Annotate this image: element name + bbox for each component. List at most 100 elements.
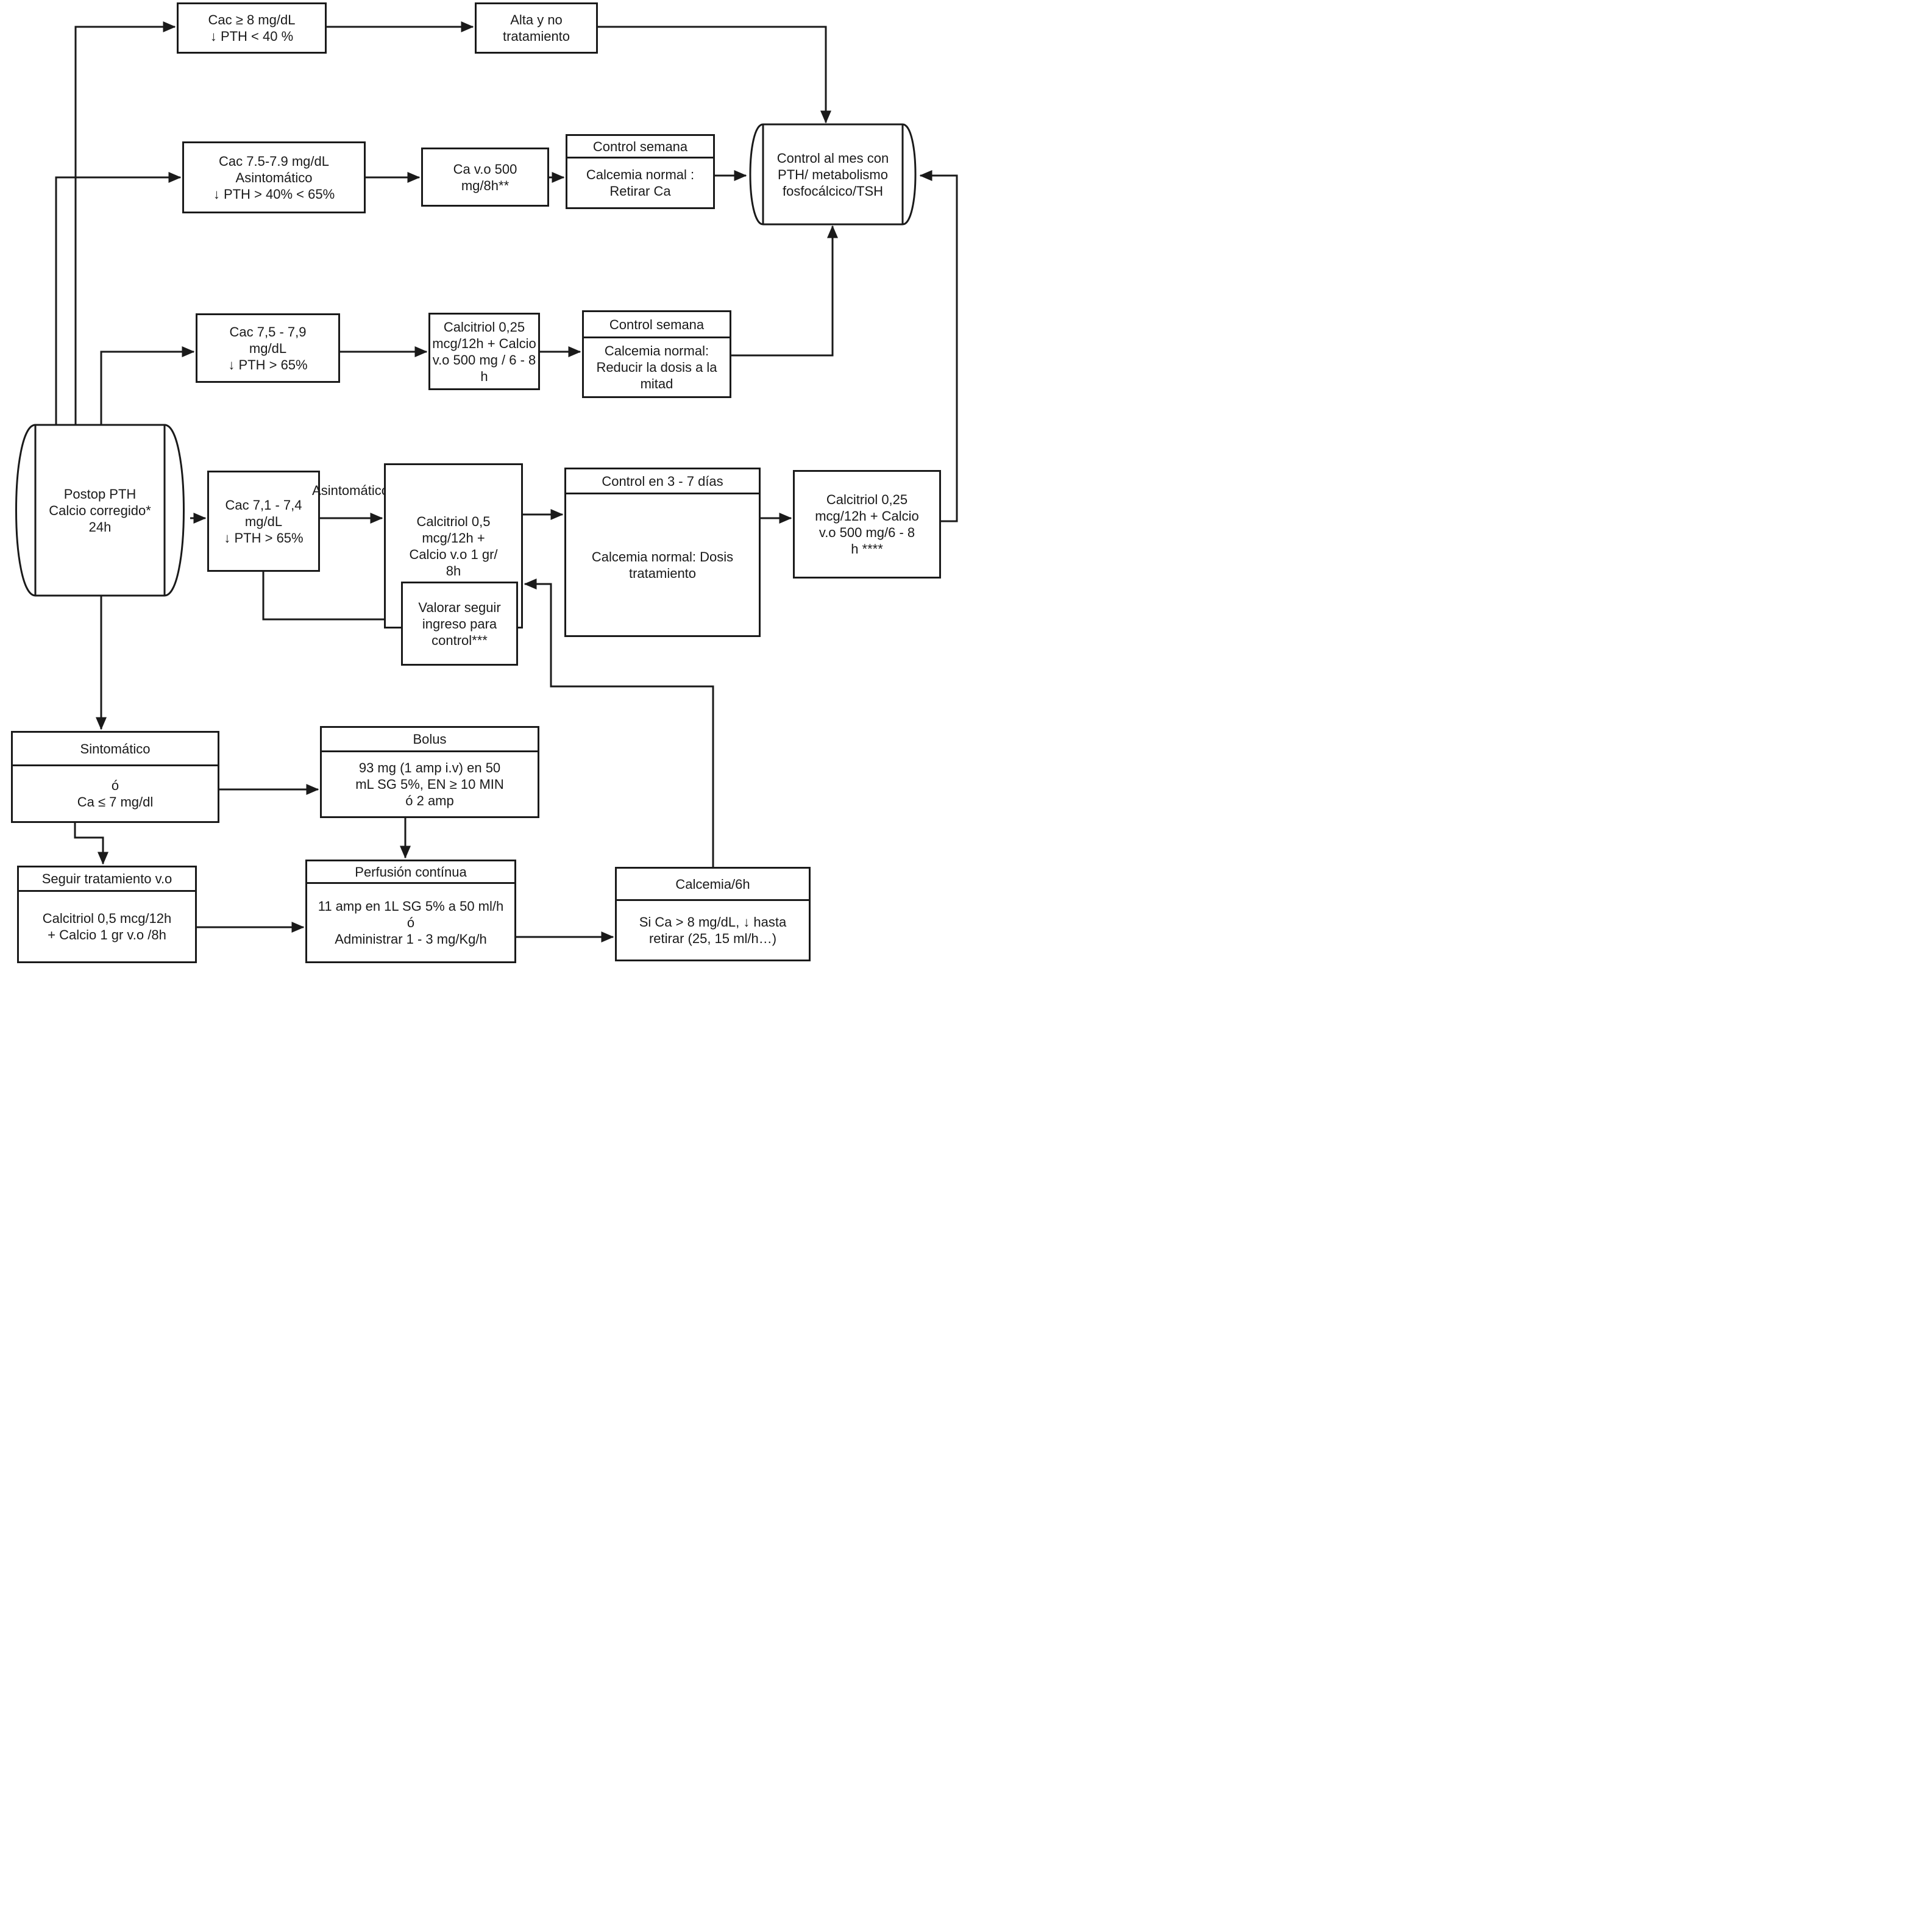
node-text: control***	[432, 632, 488, 648]
node-cac-75-79-pth65: Cac 7,5 - 7,9 mg/dL ↓ PTH > 65%	[196, 313, 340, 383]
node-text: Ca ≤ 7 mg/dl	[77, 794, 154, 810]
node-cac-ge-8: Cac ≥ 8 mg/dL ↓ PTH < 40 %	[177, 2, 327, 54]
node-text: Calcitriol 0,5	[416, 513, 491, 529]
node-calcitriol-025-stars: Calcitriol 0,25 mcg/12h + Calcio v.o 500…	[793, 470, 941, 579]
node-header: Seguir tratamiento v.o	[19, 867, 195, 892]
node-text: Calcemia normal:	[604, 343, 709, 358]
node-text: Control en 3 - 7 días	[602, 473, 723, 489]
node-bolus: Bolus 93 mg (1 amp i.v) en 50 mL SG 5%, …	[320, 726, 539, 818]
node-text: Cac ≥ 8 mg/dL	[208, 12, 296, 27]
flowchart-postop-pth: Cac ≥ 8 mg/dL ↓ PTH < 40 % Alta y no tra…	[0, 0, 966, 965]
node-valorar-ingreso: Valorar seguir ingreso para control***	[401, 582, 518, 666]
edge-alta-to-control-mes	[598, 26, 831, 124]
node-text: Calcitriol 0,25	[443, 319, 525, 335]
node-text: Valorar seguir	[418, 599, 501, 615]
node-text: ó	[111, 778, 119, 793]
node-text: mL SG 5%, EN ≥ 10 MIN	[355, 777, 504, 792]
node-control-al-mes: Control al mes con PTH/ metabolismo fosf…	[763, 124, 903, 224]
node-alta-no-tratamiento: Alta y no tratamiento	[475, 2, 598, 54]
node-text: Postop PTH	[63, 486, 137, 502]
node-ca-vo-500: Ca v.o 500 mg/8h**	[421, 148, 549, 207]
node-header: Bolus	[322, 728, 538, 752]
node-postop-pth: Postop PTH Calcio corregido* 24h	[35, 425, 165, 596]
node-perfusion-continua: Perfusión contínua 11 amp en 1L SG 5% a …	[305, 860, 516, 963]
node-text: tratamiento	[628, 565, 697, 581]
node-text: mcg/12h + Calcio	[815, 508, 919, 524]
node-text: h ****	[851, 541, 883, 557]
edge-cac7174-to-valorar	[262, 572, 400, 625]
node-sintomatico: Sintomático ó Ca ≤ 7 mg/dl	[11, 731, 219, 823]
node-text: Calcio corregido*	[49, 502, 151, 518]
node-text: Administrar 1 - 3 mg/Kg/h	[335, 931, 487, 947]
node-text: Sintomático	[80, 741, 151, 757]
node-text: ingreso para	[422, 616, 497, 632]
node-text: Calcitriol 0,5 mcg/12h	[42, 911, 172, 926]
node-text: Calcio v.o 1 gr/	[409, 546, 498, 562]
node-text: mcg/12h + Calcio	[432, 335, 536, 351]
node-text: Cac 7,5 - 7,9	[229, 324, 307, 340]
node-text: retirar (25, 15 ml/h…)	[648, 931, 777, 946]
node-text: PTH/ metabolismo	[778, 166, 888, 182]
edge-postop-to-cac-ge-8	[74, 21, 176, 425]
edge-reducir-to-control-mes	[731, 225, 838, 357]
node-text: 93 mg (1 amp i.v) en 50	[358, 760, 501, 775]
node-text: + Calcio 1 gr v.o /8h	[48, 927, 166, 942]
node-header: Control en 3 - 7 días	[566, 469, 759, 494]
node-text: 8h	[446, 563, 461, 579]
connector-layer	[15, 21, 958, 942]
node-body: Calcemia normal : Retirar Ca	[567, 158, 713, 207]
node-seguir-tratamiento: Seguir tratamiento v.o Calcitriol 0,5 mc…	[17, 866, 197, 963]
edge-label-asintomatico: Asintomático	[312, 483, 389, 498]
node-text: mg/8h**	[461, 177, 510, 193]
node-cac-71-74: Cac 7,1 - 7,4 mg/dL ↓ PTH > 65%	[207, 471, 320, 572]
control-al-mes-shape	[749, 123, 917, 226]
node-text: mcg/12h +	[422, 530, 485, 546]
node-text: Calcemia/6h	[675, 876, 750, 892]
node-body: Calcitriol 0,5 mcg/12h + Calcio 1 gr v.o…	[19, 892, 195, 961]
node-text: ↓ PTH > 40% < 65%	[213, 186, 335, 202]
node-text: 11 amp en 1L SG 5% a 50 ml/h	[318, 899, 504, 914]
node-text: ↓ PTH < 40 %	[210, 29, 294, 44]
node-header: Calcemia/6h	[617, 869, 809, 901]
node-text: ó 2 amp	[405, 793, 454, 808]
node-control-semana-reducir: Control semana Calcemia normal: Reducir …	[582, 310, 731, 398]
node-text: Si Ca > 8 mg/dL, ↓ hasta	[639, 914, 787, 930]
node-text: Cac 7,1 - 7,4	[225, 497, 302, 513]
node-control-semana-retirar: Control semana Calcemia normal : Retirar…	[566, 134, 715, 209]
node-text: mg/dL	[249, 340, 287, 356]
node-text: Calcitriol 0,25	[826, 492, 908, 507]
node-text: ↓ PTH > 65%	[228, 357, 308, 372]
node-text: tratamiento	[502, 29, 570, 44]
node-text: v.o 500 mg/6 - 8	[819, 525, 915, 540]
node-text: mg/dL	[244, 513, 283, 529]
node-body: ó Ca ≤ 7 mg/dl	[13, 766, 218, 821]
edge-postop-to-cac-75-79-asint	[55, 172, 182, 425]
node-text: Retirar Ca	[609, 183, 671, 199]
node-text: h	[480, 368, 488, 384]
node-text: Reducir la dosis a la	[596, 360, 717, 375]
node-text: Cac 7.5-7.9 mg/dL	[219, 153, 329, 169]
node-text: Perfusión contínua	[355, 864, 467, 880]
node-control-3-7-dias: Control en 3 - 7 días Calcemia normal: D…	[564, 468, 761, 637]
node-body: 11 amp en 1L SG 5% a 50 ml/h ó Administr…	[307, 884, 514, 961]
node-calcemia-6h: Calcemia/6h Si Ca > 8 mg/dL, ↓ hasta ret…	[615, 867, 811, 961]
node-text: Alta y no	[510, 12, 563, 27]
node-body: Calcemia normal: Dosis tratamiento	[566, 494, 759, 635]
edge-calcitriol025s-to-control-mes	[919, 170, 958, 522]
node-header: Control semana	[567, 136, 713, 158]
node-header: Perfusión contínua	[307, 861, 514, 884]
node-text: v.o 500 mg / 6 - 8	[432, 352, 536, 368]
node-cac-75-79-asintomatico: Cac 7.5-7.9 mg/dL Asintomático ↓ PTH > 4…	[182, 141, 366, 213]
node-text: Seguir tratamiento v.o	[41, 871, 172, 886]
node-text: fosfocálcico/TSH	[782, 183, 884, 199]
node-text: Calcemia normal: Dosis	[591, 549, 734, 564]
node-text: 24h	[88, 519, 112, 535]
node-text: Control semana	[592, 138, 688, 154]
node-header: Sintomático	[13, 733, 218, 766]
node-header: Control semana	[584, 312, 730, 338]
node-text: Calcemia normal :	[586, 167, 695, 182]
node-text: Ca v.o 500	[453, 161, 517, 177]
node-text: mitad	[640, 376, 673, 391]
node-text: ó	[407, 915, 415, 930]
node-body: 93 mg (1 amp i.v) en 50 mL SG 5%, EN ≥ 1…	[322, 752, 538, 816]
